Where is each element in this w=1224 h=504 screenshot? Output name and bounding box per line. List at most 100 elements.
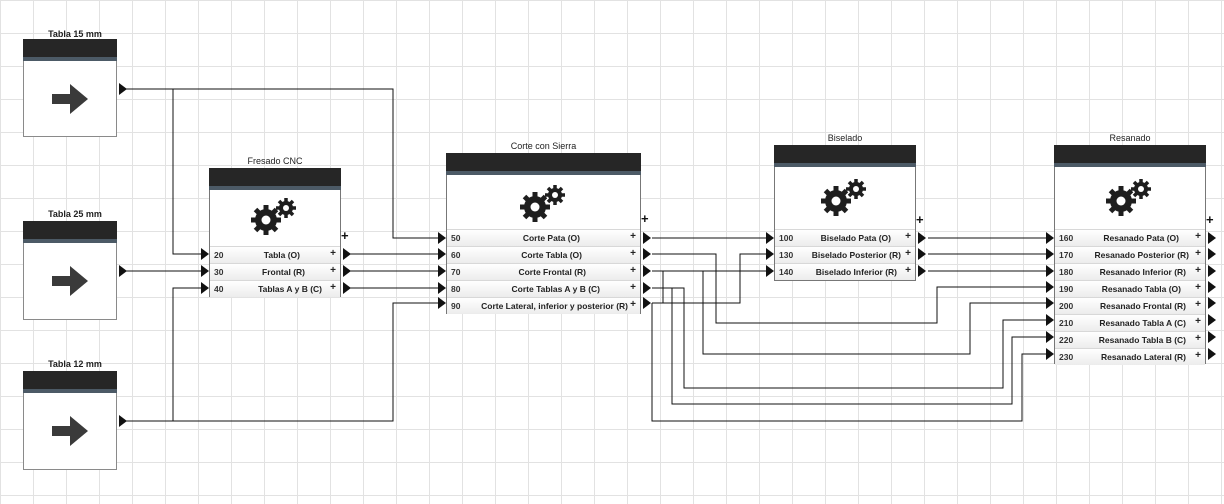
process-row[interactable]: 220 Resanado Tabla B (C) + xyxy=(1055,331,1205,348)
process-biselado[interactable]: Biselado 100 Biselado Pata (O) + 130 Bis… xyxy=(774,133,916,281)
source-tabla-12[interactable]: Tabla 12 mm xyxy=(23,359,127,471)
output-port[interactable] xyxy=(1208,331,1216,343)
output-port[interactable] xyxy=(1208,314,1216,326)
add-icon[interactable]: + xyxy=(1195,316,1201,327)
output-port[interactable] xyxy=(1208,265,1216,277)
input-port[interactable] xyxy=(1046,232,1054,244)
add-icon[interactable]: + xyxy=(630,265,636,276)
process-row[interactable]: 190 Resanado Tabla (O) + xyxy=(1055,280,1205,297)
output-port[interactable] xyxy=(643,297,651,309)
output-port[interactable] xyxy=(343,265,351,277)
process-row[interactable]: 90 Corte Lateral, inferior y posterior (… xyxy=(447,297,640,314)
add-output-icon[interactable]: + xyxy=(341,228,349,243)
process-row[interactable]: 230 Resanado Lateral (R) + xyxy=(1055,348,1205,365)
input-port[interactable] xyxy=(1046,265,1054,277)
process-row[interactable]: 50 Corte Pata (O) + xyxy=(447,229,640,246)
process-row[interactable]: 70 Corte Frontal (R) + xyxy=(447,263,640,280)
source-output-port[interactable] xyxy=(119,265,127,277)
add-icon[interactable]: + xyxy=(1195,333,1201,344)
output-port[interactable] xyxy=(1208,248,1216,260)
process-fresado-cnc[interactable]: Fresado CNC 20 Tabla (O) + 30 Frontal (R… xyxy=(209,156,341,297)
input-port[interactable] xyxy=(1046,314,1054,326)
process-row[interactable]: 200 Resanado Frontal (R) + xyxy=(1055,297,1205,314)
add-icon[interactable]: + xyxy=(1195,248,1201,259)
output-port[interactable] xyxy=(643,265,651,277)
input-port[interactable] xyxy=(438,265,446,277)
input-port[interactable] xyxy=(766,232,774,244)
add-icon[interactable]: + xyxy=(905,231,911,242)
process-row[interactable]: 80 Corte Tablas A y B (C) + xyxy=(447,280,640,297)
input-port[interactable] xyxy=(438,248,446,260)
add-icon[interactable]: + xyxy=(630,231,636,242)
input-port[interactable] xyxy=(766,265,774,277)
add-output-icon[interactable]: + xyxy=(1206,212,1214,227)
add-output-icon[interactable]: + xyxy=(916,212,924,227)
input-port[interactable] xyxy=(438,297,446,309)
source-output-port[interactable] xyxy=(119,83,127,95)
output-port[interactable] xyxy=(1208,348,1216,360)
process-row[interactable]: 60 Corte Tabla (O) + xyxy=(447,246,640,263)
add-icon[interactable]: + xyxy=(1195,231,1201,242)
process-row[interactable]: 140 Biselado Inferior (R) + xyxy=(775,263,915,280)
add-icon[interactable]: + xyxy=(1195,299,1201,310)
add-output-icon[interactable]: + xyxy=(641,211,649,226)
input-port[interactable] xyxy=(1046,248,1054,260)
add-icon[interactable]: + xyxy=(630,248,636,259)
add-icon[interactable]: + xyxy=(905,265,911,276)
output-port[interactable] xyxy=(643,232,651,244)
process-row[interactable]: 160 Resanado Pata (O) + xyxy=(1055,229,1205,246)
source-output-port[interactable] xyxy=(119,415,127,427)
output-port[interactable] xyxy=(343,282,351,294)
row-number: 190 xyxy=(1059,284,1074,294)
wire xyxy=(126,88,438,239)
add-icon[interactable]: + xyxy=(905,248,911,259)
process-row[interactable]: 100 Biselado Pata (O) + xyxy=(775,229,915,246)
input-port[interactable] xyxy=(1046,331,1054,343)
input-port[interactable] xyxy=(201,248,209,260)
add-icon[interactable]: + xyxy=(630,299,636,310)
input-port[interactable] xyxy=(1046,297,1054,309)
output-port[interactable] xyxy=(1208,297,1216,309)
add-icon[interactable]: + xyxy=(330,265,336,276)
add-icon[interactable]: + xyxy=(1195,265,1201,276)
process-row[interactable]: 210 Resanado Tabla A (C) + xyxy=(1055,314,1205,331)
node-body: 160 Resanado Pata (O) + 170 Resanado Pos… xyxy=(1054,167,1206,365)
input-port[interactable] xyxy=(766,248,774,260)
process-row[interactable]: 30 Frontal (R) + xyxy=(210,263,340,280)
output-port[interactable] xyxy=(918,265,926,277)
input-port[interactable] xyxy=(201,282,209,294)
input-port[interactable] xyxy=(438,282,446,294)
output-port[interactable] xyxy=(643,282,651,294)
add-icon[interactable]: + xyxy=(1195,282,1201,293)
row-label: Corte Lateral, inferior y posterior (R) xyxy=(481,301,628,311)
input-port[interactable] xyxy=(1046,348,1054,360)
input-port[interactable] xyxy=(1046,281,1054,293)
input-port[interactable] xyxy=(201,265,209,277)
process-row[interactable]: 180 Resanado Inferior (R) + xyxy=(1055,263,1205,280)
add-icon[interactable]: + xyxy=(1195,350,1201,361)
row-label: Tabla (O) xyxy=(263,250,300,260)
process-corte-con-sierra[interactable]: Corte con Sierra 50 Corte Pata (O) + 60 … xyxy=(446,141,641,314)
output-port[interactable] xyxy=(1208,281,1216,293)
output-port[interactable] xyxy=(918,248,926,260)
process-row[interactable]: 40 Tablas A y B (C) + xyxy=(210,280,340,297)
process-row[interactable]: 170 Resanado Posterior (R) + xyxy=(1055,246,1205,263)
output-port[interactable] xyxy=(918,232,926,244)
node-title: Biselado xyxy=(827,133,863,143)
source-tabla-15[interactable]: Tabla 15 mm xyxy=(23,29,127,139)
output-port[interactable] xyxy=(343,248,351,260)
output-port[interactable] xyxy=(1208,232,1216,244)
process-resanado[interactable]: Resanado 160 Resanado Pata (O) + 170 Res… xyxy=(1054,133,1206,365)
source-title: Tabla 15 mm xyxy=(48,29,102,39)
input-port[interactable] xyxy=(438,232,446,244)
source-body xyxy=(23,243,117,320)
output-port[interactable] xyxy=(643,248,651,260)
add-icon[interactable]: + xyxy=(630,282,636,293)
row-number: 20 xyxy=(214,250,224,260)
process-row[interactable]: 130 Biselado Posterior (R) + xyxy=(775,246,915,263)
wire xyxy=(173,302,438,422)
source-tabla-25[interactable]: Tabla 25 mm xyxy=(23,209,127,321)
process-row[interactable]: 20 Tabla (O) + xyxy=(210,246,340,263)
add-icon[interactable]: + xyxy=(330,248,336,259)
add-icon[interactable]: + xyxy=(330,282,336,293)
